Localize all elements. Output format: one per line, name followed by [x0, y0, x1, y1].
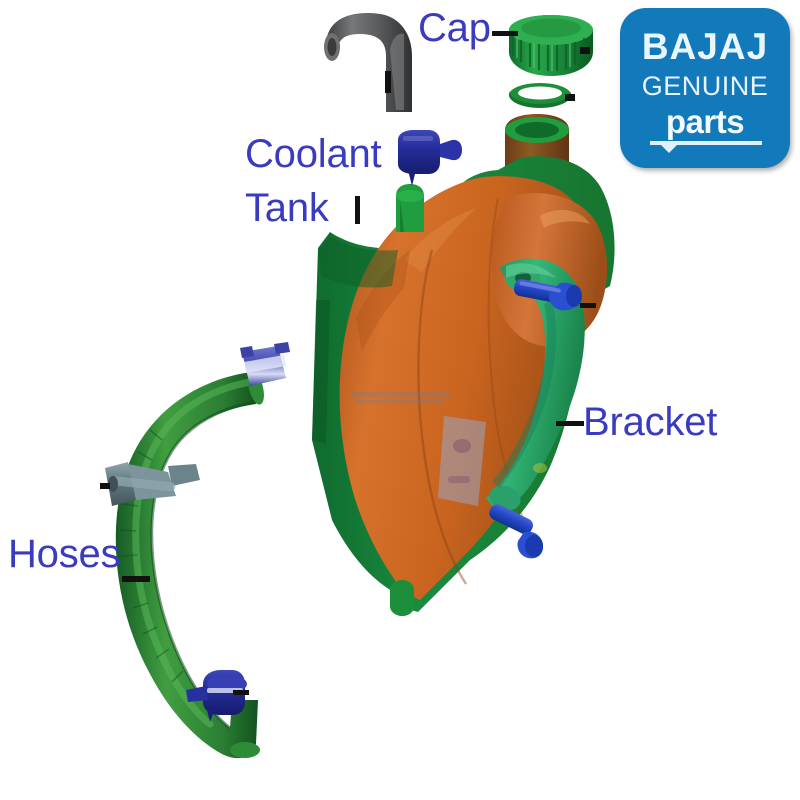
overflow-pipe [324, 13, 412, 112]
logo-text-genuine: GENUINE [641, 71, 769, 101]
leader-line-tank [355, 196, 360, 224]
leader-tick-seal [565, 94, 575, 101]
watermark [352, 392, 450, 404]
hose-retainer-clip [105, 462, 200, 506]
tank-nipple-clamp [398, 130, 462, 186]
lower-mounting-bolt [489, 504, 544, 559]
hose-clamp-lower [186, 670, 247, 722]
tank-decal [438, 416, 486, 506]
radiator-cap [509, 15, 593, 76]
leader-tick-cap [580, 47, 590, 54]
label-tank: Tank [245, 186, 329, 230]
coolant-hose [115, 371, 264, 759]
leader-line-bracket [556, 421, 584, 426]
label-bracket: Bracket [583, 400, 718, 444]
label-coolant: Coolant [245, 132, 382, 176]
logo-text-bajaj: BAJAJ [641, 26, 769, 67]
logo-underline [650, 141, 762, 145]
leader-tick-bolt [580, 303, 596, 308]
leader-line-cap [492, 31, 518, 36]
cap-seal-ring [509, 83, 571, 108]
leader-tick-retainer [100, 483, 110, 489]
leader-line-hoses [122, 576, 150, 582]
bajaj-genuine-parts-logo: BAJAJ GENUINE parts [620, 8, 790, 168]
leader-tick-pipe [385, 71, 391, 93]
hose-clamp-upper [240, 342, 290, 386]
logo-text-parts: parts [665, 103, 745, 140]
label-hoses: Hoses [8, 532, 121, 576]
upper-mounting-bolt [513, 279, 582, 311]
leader-tick-clamp [233, 690, 249, 695]
logo-notch-icon [660, 144, 678, 153]
label-cap: Cap [418, 6, 491, 50]
